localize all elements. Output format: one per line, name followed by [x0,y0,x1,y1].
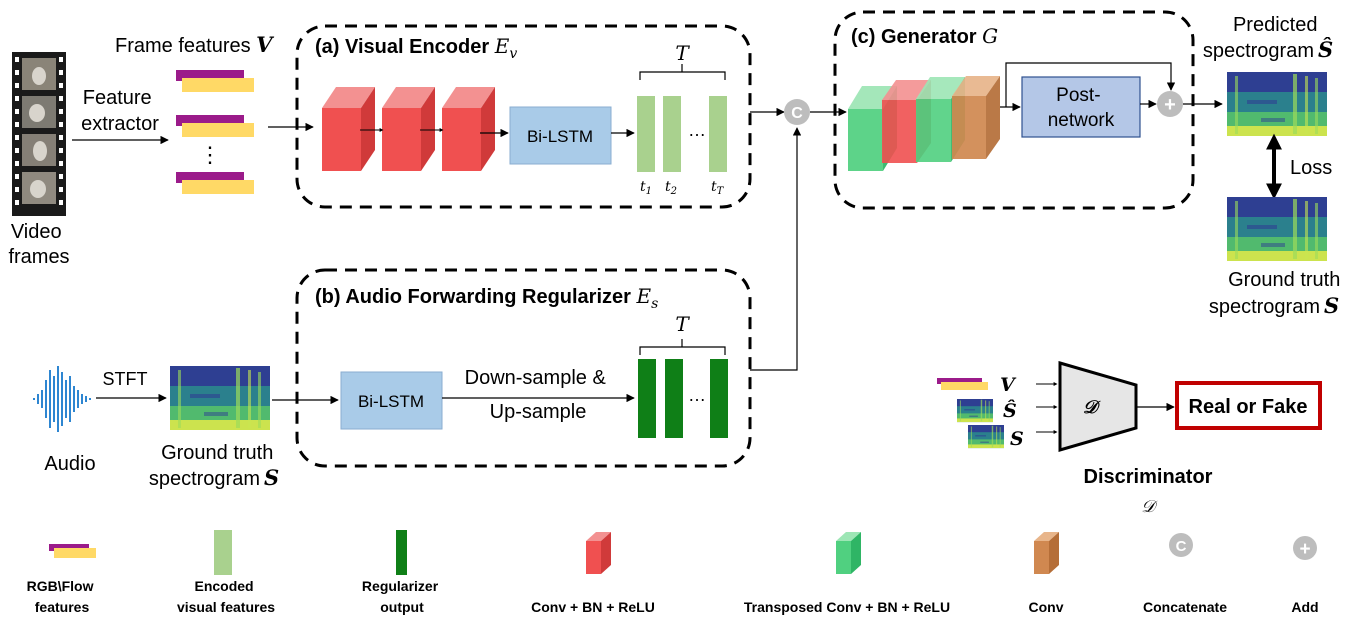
postnet-box [1021,76,1141,138]
generator-blocks [848,76,1000,171]
regularizer-T-label: T [675,312,690,336]
legend-label-transposed-conv: Transposed Conv + BN + ReLU [744,599,950,615]
regularizer-output-2 [665,359,683,438]
legend-icon-add [1293,536,1317,560]
concatenate-icon [784,99,810,125]
conv-block-3 [442,87,495,171]
encoded-feature-2 [663,96,681,172]
visual-bilstm-label: Bi-LSTM [527,127,593,146]
legend-icon-regularizer [396,530,407,575]
regularizer-bilstm-label: Bi-LSTM [358,392,424,411]
tick-t1: t1 [640,179,652,197]
disc-input-shat: Ŝ [1003,399,1017,422]
encoded-features-ellipsis: … [688,120,706,140]
disc-input-s: S [1010,428,1024,450]
generator-box [833,10,1195,210]
conv-block-1 [322,87,375,171]
conv-block-gen [952,76,1000,159]
add-symbol: + [1164,94,1176,116]
visual-encoder-box [295,24,752,209]
legend-label-add: Add [1291,599,1318,615]
regularizer-box [295,268,752,468]
discriminator-symbol: 𝒟 [1083,397,1101,418]
discriminator-label: Discriminator [1084,466,1213,488]
legend-icon-transposed-conv [836,532,861,574]
legend-label-conv-bn-relu: Conv + BN + ReLU [531,599,655,615]
legend-icon-encoded [214,530,232,575]
visual-conv-blocks [322,87,495,171]
arrow-regularizer-to-concat [750,127,802,371]
real-or-fake-box [1175,381,1322,430]
encoded-feature-1 [637,96,655,172]
conv-block-2 [382,87,435,171]
predicted-spectrogram [1227,72,1327,136]
encoded-feature-T [709,96,727,172]
generator-title: (c) Generator G [851,24,998,48]
legend-icon-concatenate [1169,533,1193,557]
legend: C + [49,530,1317,575]
gt-spectrogram-input [170,366,270,430]
legend-label-encoded: Encoded visual features [177,578,275,615]
legend-icon-conv-bn-relu [586,532,611,574]
stft-label: STFT [103,369,148,389]
legend-icon-conv [1034,532,1059,574]
regularizer-output-ellipsis: … [688,385,706,405]
visual-T-bracket [639,64,726,80]
video-frames-strip [12,52,66,216]
frame-features-label: Frame features V [115,32,275,57]
regularizer-T-bracket [639,339,726,355]
add-icon [1157,91,1183,117]
tick-t2: t2 [665,179,677,197]
legend-label-conv: Conv [1029,599,1064,615]
regularizer-bilstm-box [340,371,443,430]
discriminator-label-symbol: 𝒟 [1141,497,1158,517]
regularizer-output-T [710,359,728,438]
disc-input-v: V [1000,374,1017,396]
svg-text:C: C [1176,538,1187,555]
arrow-skip-to-add [1005,62,1176,107]
svg-text:+: + [1299,539,1310,560]
visual-T-label: T [675,41,690,65]
legend-label-concatenate: Concatenate [1143,599,1227,615]
audio-waveform-icon [33,366,91,432]
concatenate-symbol: C [791,105,803,122]
frame-feature-stack [176,70,254,194]
audio-label: Audio [44,453,95,475]
loss-label: Loss [1290,157,1332,179]
legend-label-regularizer: Regularizer output [362,578,442,615]
gt-spectrogram-output [1227,197,1327,261]
visual-bilstm-box [509,106,612,165]
video-frames-label: Video frames [8,221,69,268]
regularizer-output-1 [638,359,656,438]
frame-features-dots: ⋮ [199,142,221,167]
legend-icon-rgb-flow [49,544,96,558]
regularizer-title: (b) Audio Forwarding Regularizer Es [315,284,658,312]
real-or-fake-label: Real or Fake [1189,396,1308,418]
resample-label: Down-sample & Up-sample [465,367,612,423]
visual-encoder-title: (a) Visual Encoder Ev [315,34,517,62]
discriminator-inputs [937,378,1004,449]
discriminator-trapezoid [1058,361,1138,452]
feature-extractor-label: Feature extractor [81,87,159,135]
postnet-label: Post- network [1048,85,1115,131]
legend-label-rgb-flow: RGB\Flow features [27,578,98,615]
tick-tT: tT [711,179,725,197]
